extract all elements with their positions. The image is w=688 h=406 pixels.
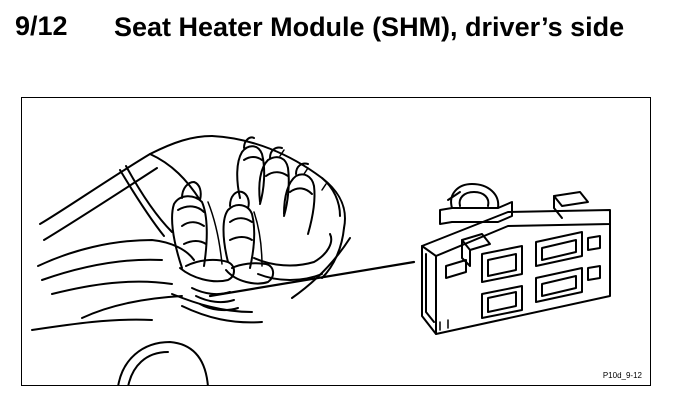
car-interior-illustration [31,135,351,385]
section-title: Seat Heater Module (SHM), driver’s side [114,12,625,42]
figure-code: P10d_9-12 [602,371,642,380]
seat-heater-module-illustration [421,183,611,335]
figure-frame: P10d_9-12 [21,97,651,386]
figure-illustration [31,135,611,385]
section-number: 9/12 [15,11,68,41]
leader-line [208,260,416,298]
